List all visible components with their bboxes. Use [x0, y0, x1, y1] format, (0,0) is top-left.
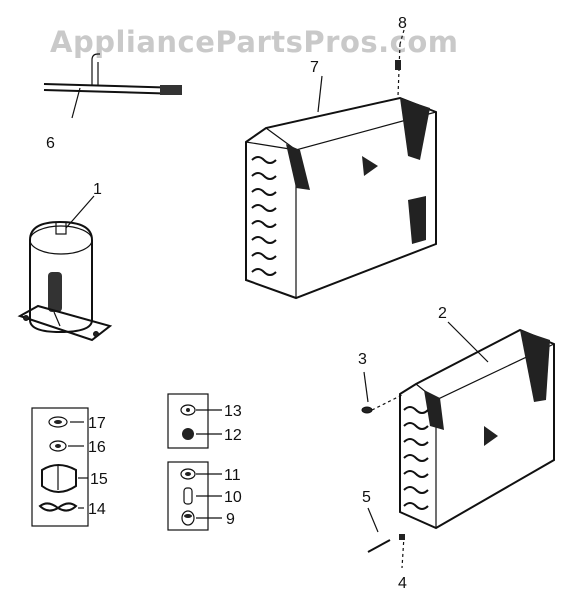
- callout-3: 3: [358, 351, 367, 368]
- part-13-grommet[interactable]: [180, 404, 222, 416]
- part-16-washer[interactable]: [49, 440, 84, 452]
- part-4-screw[interactable]: [399, 534, 405, 569]
- hardware-panel-left: [31, 407, 89, 527]
- callout-1: 1: [93, 181, 102, 198]
- callout-10: 10: [224, 489, 242, 506]
- callout-8: 8: [398, 15, 407, 32]
- part-12-nut[interactable]: [182, 428, 222, 440]
- callout-12: 12: [224, 427, 242, 444]
- part-7-condenser-coil[interactable]: [245, 75, 437, 300]
- callout-2: 2: [438, 305, 447, 322]
- callout-11: 11: [224, 467, 241, 484]
- part-17-grommet[interactable]: [48, 416, 84, 428]
- part-9-bushing[interactable]: [181, 510, 222, 526]
- part-2-evaporator-coil[interactable]: [399, 321, 555, 530]
- callout-5: 5: [362, 489, 371, 506]
- callout-9: 9: [226, 511, 235, 528]
- callout-4: 4: [398, 575, 407, 592]
- part-3-screw[interactable]: [361, 371, 405, 414]
- callout-6: 6: [46, 135, 55, 152]
- hardware-panel-upper-right: [167, 393, 209, 449]
- callout-7: 7: [310, 59, 319, 76]
- part-8-screw[interactable]: [395, 29, 405, 97]
- callout-16: 16: [88, 439, 106, 456]
- part-11-washer[interactable]: [180, 468, 222, 480]
- callout-15: 15: [90, 471, 108, 488]
- part-15-bracket[interactable]: [41, 464, 88, 493]
- callout-13: 13: [224, 403, 242, 420]
- part-6-tube[interactable]: [43, 53, 183, 119]
- callout-17: 17: [88, 415, 106, 432]
- watermark-text: AppliancePartsPros.com: [50, 25, 458, 59]
- part-5-rod[interactable]: [367, 507, 391, 553]
- part-10-spacer[interactable]: [183, 487, 222, 505]
- part-1-compressor[interactable]: [17, 195, 113, 342]
- part-14-clip[interactable]: [38, 502, 84, 512]
- callout-14: 14: [88, 501, 106, 518]
